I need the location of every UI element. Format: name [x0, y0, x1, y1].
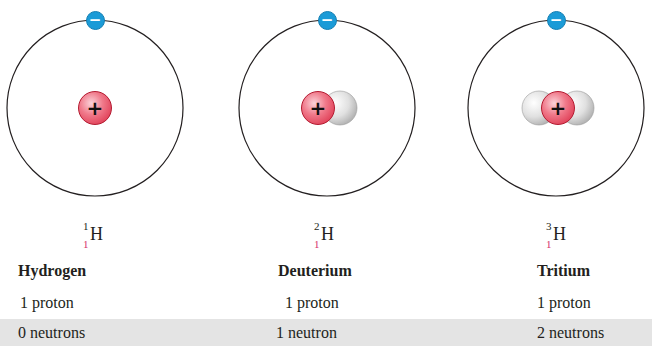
charge-plus: + — [310, 98, 327, 118]
electron-circle: − — [318, 11, 337, 30]
charge-minus: − — [321, 13, 334, 28]
mass-number: 1 — [83, 221, 89, 232]
isotope-name: Deuterium — [278, 263, 352, 279]
table-cell: 0 neutrons — [18, 325, 85, 341]
proton-circle: + — [78, 91, 112, 125]
electron-orbit — [239, 20, 415, 196]
isotope-name: Tritium — [537, 263, 590, 279]
element-symbol: H — [553, 225, 566, 243]
charge-plus: + — [87, 98, 104, 118]
charge-minus: − — [89, 13, 102, 28]
table-cell: 1 proton — [20, 295, 74, 311]
electron-orbit — [7, 20, 183, 196]
element-symbol: H — [90, 225, 103, 243]
table-cell: 1 proton — [537, 295, 591, 311]
mass-number: 2 — [314, 221, 320, 232]
electron-circle: − — [86, 11, 105, 30]
table-cell: 1 proton — [285, 295, 339, 311]
electron-circle: − — [547, 11, 566, 30]
atomic-number: 1 — [314, 239, 320, 250]
charge-plus: + — [550, 98, 567, 118]
table-cell: 2 neutrons — [537, 325, 604, 341]
atomic-number: 1 — [546, 239, 552, 250]
table-cell: 1 neutron — [276, 325, 337, 341]
proton-circle: + — [301, 91, 335, 125]
element-symbol: H — [321, 225, 334, 243]
proton-circle: + — [541, 91, 575, 125]
table-band — [0, 319, 652, 346]
mass-number: 3 — [546, 221, 552, 232]
charge-minus: − — [550, 13, 563, 28]
atomic-number: 1 — [83, 239, 89, 250]
isotope-name: Hydrogen — [18, 263, 86, 279]
electron-orbit — [468, 20, 644, 196]
